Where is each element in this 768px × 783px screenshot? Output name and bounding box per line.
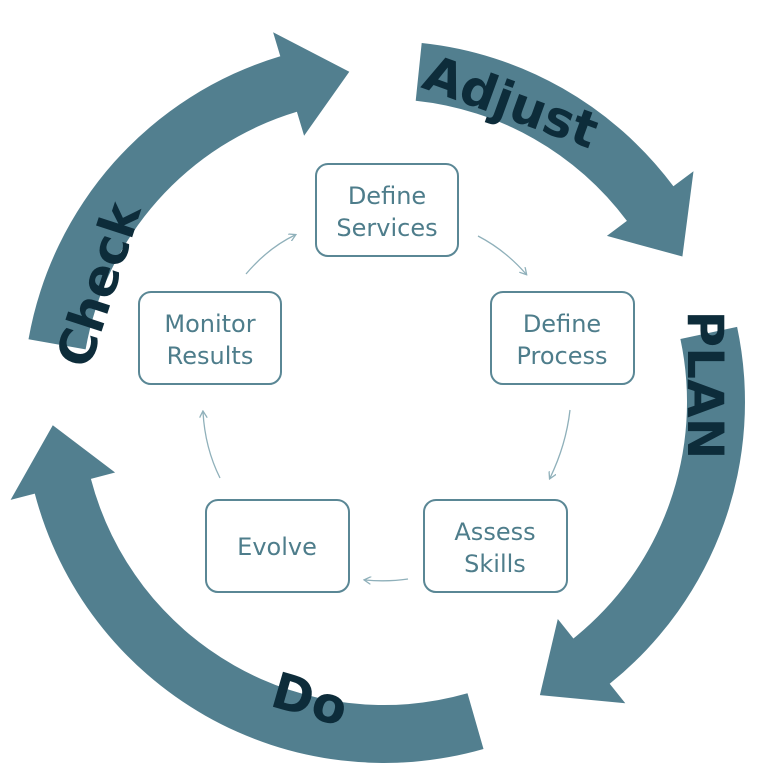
step-evolve: Evolve bbox=[205, 499, 350, 593]
cycle-label-adjust: Adjust bbox=[416, 44, 606, 160]
step-define-services: Define Services bbox=[315, 163, 459, 257]
connector-evolve-to-monitor bbox=[203, 412, 221, 479]
connector-skills-to-evolve bbox=[365, 579, 409, 581]
arrow-adjust bbox=[415, 43, 694, 257]
cycle-label-plan: PLAN bbox=[676, 310, 734, 459]
step-define-services-line2: Services bbox=[336, 214, 437, 242]
connector-monitor-to-services bbox=[245, 235, 295, 275]
step-monitor-results-line1: Monitor bbox=[164, 310, 255, 338]
step-define-process: Define Process bbox=[490, 291, 635, 385]
arrow-do bbox=[10, 425, 484, 763]
outer-cycle-arrows bbox=[10, 32, 745, 763]
step-assess-skills: Assess Skills bbox=[423, 499, 568, 593]
connector-services-to-process bbox=[477, 235, 526, 274]
step-define-process-line2: Process bbox=[516, 342, 607, 370]
step-assess-skills-line1: Assess bbox=[454, 518, 535, 546]
connector-process-to-skills bbox=[550, 409, 571, 478]
step-define-process-line1: Define bbox=[523, 310, 601, 338]
step-monitor-results-line2: Results bbox=[167, 342, 254, 370]
step-evolve-line1: Evolve bbox=[237, 533, 317, 561]
step-define-services-line1: Define bbox=[348, 182, 426, 210]
step-monitor-results: Monitor Results bbox=[138, 291, 282, 385]
arrow-plan bbox=[539, 326, 745, 704]
step-assess-skills-line2: Skills bbox=[464, 550, 526, 578]
arrow-check bbox=[28, 32, 350, 350]
